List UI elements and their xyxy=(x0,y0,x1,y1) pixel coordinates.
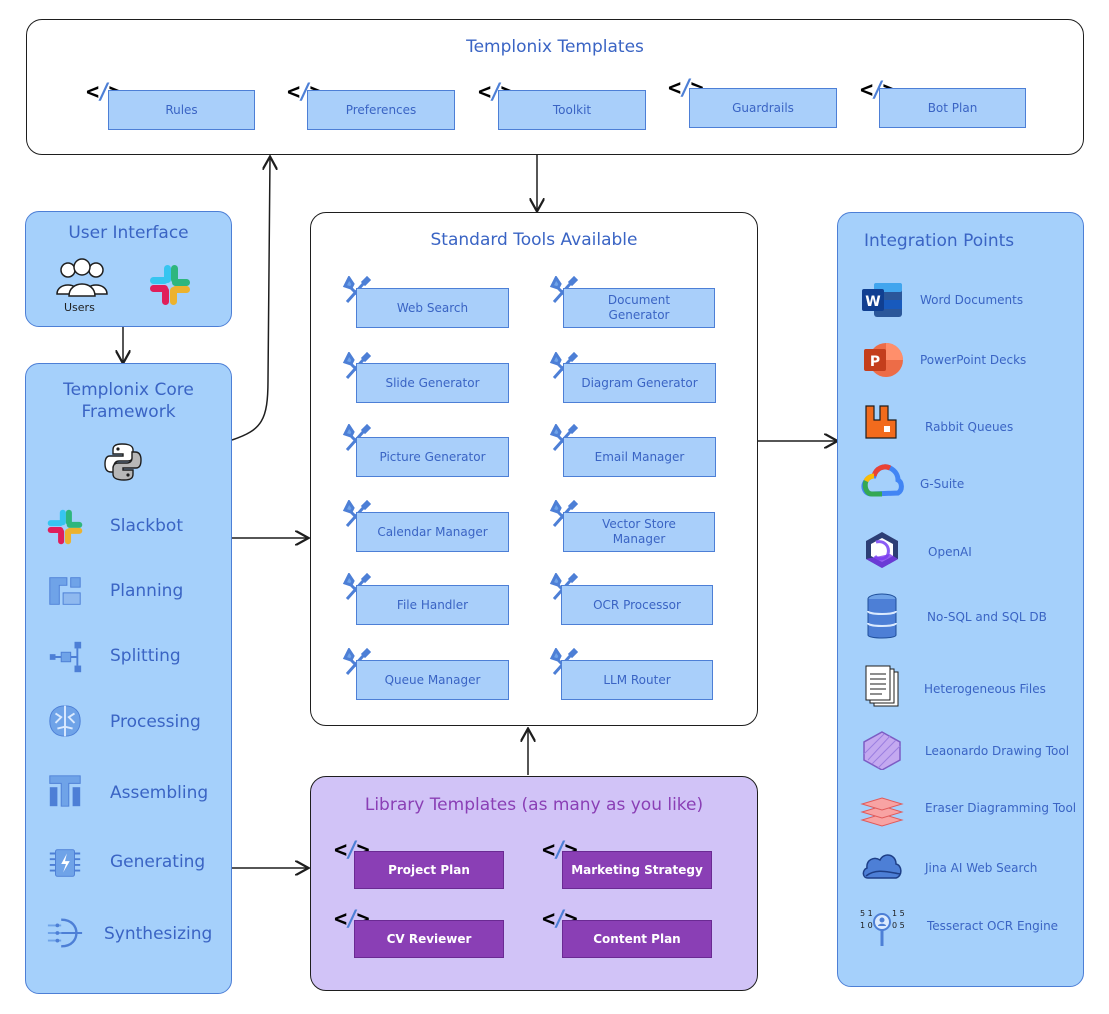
tool-web-search[interactable]: Web Search xyxy=(356,288,509,328)
integration-tesseract: Tesseract OCR Engine xyxy=(927,919,1059,933)
templates-panel: Templonix Templates xyxy=(26,19,1084,155)
hexagon-icon xyxy=(863,731,901,770)
cloud-icon xyxy=(862,854,902,879)
svg-text:P: P xyxy=(870,354,880,370)
svg-text:1 0: 1 0 xyxy=(860,921,873,930)
core-item-synthesizing: Synthesizing xyxy=(104,924,213,944)
planning-icon xyxy=(49,577,81,605)
python-icon xyxy=(104,443,142,481)
integration-eraser: Eraser Diagramming Tool xyxy=(925,801,1077,815)
svg-text:5 1: 5 1 xyxy=(860,909,873,918)
tool-picture-generator[interactable]: Picture Generator xyxy=(356,437,509,477)
tool-queue-manager[interactable]: Queue Manager xyxy=(356,660,509,700)
users-icon xyxy=(56,258,108,297)
users-label: Users xyxy=(64,301,95,314)
tool-llm-router[interactable]: LLM Router xyxy=(561,660,713,700)
splitting-icon xyxy=(49,641,82,673)
ocr-icon: 5 1 1 5 1 0 0 5 xyxy=(860,909,904,946)
tool-file-handler[interactable]: File Handler xyxy=(356,585,509,625)
openai-icon xyxy=(866,532,898,568)
database-icon xyxy=(867,593,897,639)
core-item-assembling: Assembling xyxy=(110,783,209,803)
user-interface-title: User Interface xyxy=(68,223,189,243)
tool-email-manager[interactable]: Email Manager xyxy=(563,437,716,477)
library-chip-project-plan[interactable]: Project Plan xyxy=(354,851,504,889)
svg-text:1 5: 1 5 xyxy=(892,909,904,918)
template-chip-toolkit[interactable]: Toolkit xyxy=(498,90,646,130)
integration-leonardo: Leaonardo Drawing Tool xyxy=(925,744,1070,758)
library-chip-content-plan[interactable]: Content Plan xyxy=(562,920,712,958)
arrow-core-to-templates xyxy=(231,158,270,441)
tool-vector-store-manager[interactable]: Vector Store Manager xyxy=(563,512,715,552)
rabbitmq-icon xyxy=(865,405,897,439)
integration-database: No-SQL and SQL DB xyxy=(927,610,1047,624)
tool-vector-store-manager-line1: Vector Store xyxy=(602,517,676,531)
core-item-slackbot: Slackbot xyxy=(110,516,183,536)
processing-icon xyxy=(49,705,81,737)
tool-document-generator-line2: Generator xyxy=(608,308,670,322)
tool-vector-store-manager-line2: Manager xyxy=(612,532,666,546)
library-chip-cv-reviewer[interactable]: CV Reviewer xyxy=(354,920,504,958)
template-chip-preferences[interactable]: Preferences xyxy=(307,90,455,130)
integration-rabbit: Rabbit Queues xyxy=(925,420,1014,434)
tool-ocr-processor[interactable]: OCR Processor xyxy=(561,585,713,625)
core-item-processing: Processing xyxy=(110,712,201,732)
template-chip-bot-plan[interactable]: Bot Plan xyxy=(879,88,1026,128)
integration-files: Heterogeneous Files xyxy=(924,682,1046,696)
svg-text:0 5: 0 5 xyxy=(892,921,904,930)
tool-diagram-generator[interactable]: Diagram Generator xyxy=(563,363,716,403)
core-item-splitting: Splitting xyxy=(110,646,181,666)
synthesizing-icon xyxy=(47,918,83,948)
google-cloud-icon xyxy=(861,464,904,497)
integration-openai: OpenAI xyxy=(928,545,972,559)
tool-slide-generator[interactable]: Slide Generator xyxy=(356,363,509,403)
generating-icon xyxy=(49,849,81,877)
integration-powerpoint: PowerPoint Decks xyxy=(920,353,1027,367)
integration-gsuite: G-Suite xyxy=(920,477,965,491)
powerpoint-icon: P xyxy=(864,343,903,377)
files-icon xyxy=(865,665,899,707)
standard-tools-panel: Standard Tools Available xyxy=(310,212,758,726)
integration-word: Word Documents xyxy=(920,293,1024,307)
assembling-icon xyxy=(49,775,81,807)
core-item-planning: Planning xyxy=(110,581,184,601)
standard-tools-title: Standard Tools Available xyxy=(430,230,638,250)
templates-panel-title: Templonix Templates xyxy=(466,37,644,57)
layers-icon xyxy=(860,797,904,827)
library-templates-title: Library Templates (as many as you like) xyxy=(364,795,704,815)
template-chip-guardrails[interactable]: Guardrails xyxy=(689,88,837,128)
core-framework-title-2: Framework xyxy=(81,402,176,422)
tool-calendar-manager[interactable]: Calendar Manager xyxy=(356,512,509,552)
core-framework-title-1: Templonix Core xyxy=(63,380,194,400)
slack-icon xyxy=(47,509,83,545)
integration-jina: Jina AI Web Search xyxy=(925,861,1038,875)
user-interface-panel: User Interface xyxy=(25,211,232,327)
tool-document-generator-line1: Document xyxy=(607,293,671,307)
template-chip-rules[interactable]: Rules xyxy=(108,90,255,130)
library-chip-marketing-strategy[interactable]: Marketing Strategy xyxy=(562,851,712,889)
svg-text:W: W xyxy=(865,294,880,310)
slack-icon[interactable] xyxy=(148,263,192,307)
tool-document-generator[interactable]: Document Generator xyxy=(563,288,715,328)
core-item-generating: Generating xyxy=(110,852,206,872)
integration-points-title: Integration Points xyxy=(864,231,1015,251)
word-icon: W xyxy=(862,283,902,317)
